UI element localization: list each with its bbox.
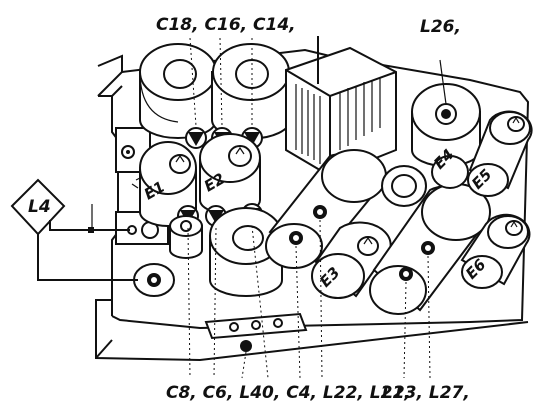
filter-can-c16 xyxy=(211,43,291,140)
label-c18-c16-c14: C18, C16, C14, xyxy=(156,15,296,35)
label-l26: L26, xyxy=(420,17,461,37)
tube-e2 xyxy=(199,133,261,215)
label-c8-c6-l40-c4-l22-l21: C8, C6, L40, C4, L22, L21, xyxy=(166,383,411,403)
terminal-strip xyxy=(204,312,308,340)
filter-can-c18 xyxy=(139,43,217,139)
coil-can-l22-l21 xyxy=(265,149,387,269)
small-can-left xyxy=(169,215,203,259)
tube-e3 xyxy=(311,221,392,299)
trimmer-c18 xyxy=(185,127,207,149)
coil-can-l23-l27 xyxy=(369,183,491,315)
coil-l4-symbol xyxy=(10,178,138,281)
label-l4: L4 xyxy=(28,197,51,217)
tube-e6 xyxy=(460,213,531,289)
trimmer-l40 xyxy=(240,340,252,352)
leader-lines xyxy=(187,37,431,379)
tube-e4 xyxy=(431,155,469,189)
tube-e5 xyxy=(467,110,533,197)
coil-can-l26 xyxy=(411,59,481,167)
big-can-bottom xyxy=(209,207,283,297)
label-l23-l27: L23, L27, xyxy=(382,383,470,403)
electrolytic-capacitor xyxy=(381,165,427,207)
coil-socket-l4 xyxy=(133,263,175,297)
